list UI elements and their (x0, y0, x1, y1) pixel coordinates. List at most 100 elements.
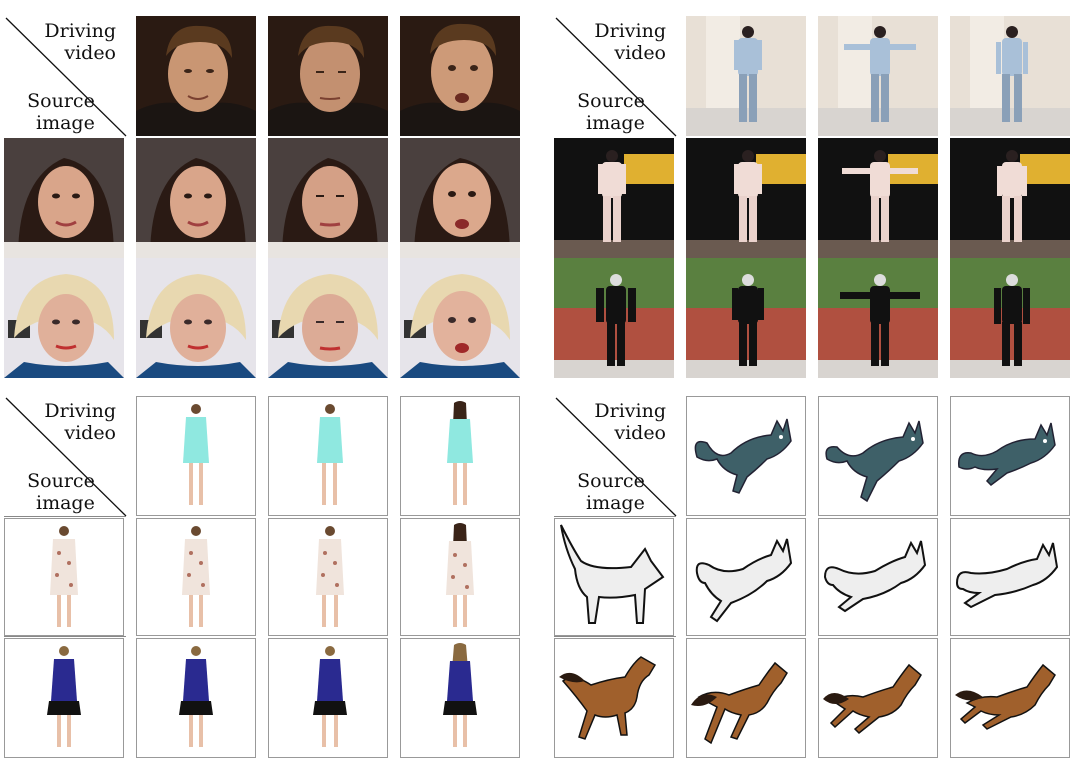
diagonal-divider (5, 397, 127, 517)
image-label: image (586, 112, 645, 134)
man-face-image (400, 16, 520, 136)
horse-image (555, 639, 673, 757)
elderly-woman-face-image (4, 258, 124, 378)
generated-frame (950, 518, 1070, 636)
driving-label: Driving (594, 400, 666, 422)
row-divider (554, 516, 676, 517)
video-label: video (64, 42, 116, 64)
taichi-performer-image (950, 258, 1070, 378)
driving-frame (136, 16, 256, 136)
model-in-dress-image (269, 639, 387, 757)
generated-frame (400, 518, 520, 636)
woman-face-image (4, 138, 124, 258)
outline-cat-image (687, 519, 805, 635)
generated-frame (268, 638, 388, 758)
generated-frame (400, 258, 520, 378)
taichi-performer-image (818, 138, 938, 258)
generated-frame (268, 258, 388, 378)
model-in-dress-image (137, 639, 255, 757)
row-divider (4, 636, 126, 637)
horse-image (687, 639, 805, 757)
diagonal-divider (555, 17, 677, 137)
source-label: Source (27, 470, 95, 492)
taichi-performer-image (818, 258, 938, 378)
outline-cat-image (555, 519, 673, 635)
driving-frame (950, 16, 1070, 136)
taichi-performer-image (818, 16, 938, 136)
row-divider (554, 636, 676, 637)
driving-frame (136, 396, 256, 516)
video-label: video (614, 422, 666, 444)
driving-frame (686, 396, 806, 516)
generated-frame (818, 638, 938, 758)
driving-frame (268, 396, 388, 516)
diagonal-divider (555, 397, 677, 517)
woman-face-image (400, 138, 520, 258)
generated-frame (818, 518, 938, 636)
image-label: image (36, 112, 95, 134)
source-image (554, 638, 674, 758)
generated-frame (686, 258, 806, 378)
generated-frame (400, 638, 520, 758)
generated-frame (136, 258, 256, 378)
source-image (554, 138, 674, 258)
leaping-cat-image (819, 397, 937, 515)
generated-frame (950, 258, 1070, 378)
model-in-dress-image (137, 397, 255, 515)
model-in-dress-image (401, 639, 519, 757)
diagonal-divider (5, 17, 127, 137)
driving-label: Driving (44, 20, 116, 42)
outline-cat-image (951, 519, 1069, 635)
generated-frame (268, 518, 388, 636)
woman-face-image (268, 138, 388, 258)
model-in-dress-image (5, 519, 123, 635)
image-label: image (586, 492, 645, 514)
driving-label: Driving (594, 20, 666, 42)
model-in-dress-image (269, 519, 387, 635)
driving-label: Driving (44, 400, 116, 422)
man-face-image (268, 16, 388, 136)
taichi-performer-image (554, 138, 674, 258)
taichi-performer-image (686, 258, 806, 378)
elderly-woman-face-image (268, 258, 388, 378)
model-in-dress-image (137, 519, 255, 635)
woman-face-image (136, 138, 256, 258)
generated-frame (268, 138, 388, 258)
driving-frame (400, 16, 520, 136)
man-face-image (136, 16, 256, 136)
generated-frame (818, 258, 938, 378)
driving-frame (818, 16, 938, 136)
source-image (554, 518, 674, 636)
generated-frame (950, 138, 1070, 258)
generated-frame (400, 138, 520, 258)
driving-frame (400, 396, 520, 516)
taichi-performer-image (950, 138, 1070, 258)
leaping-cat-image (687, 397, 805, 515)
taichi-performer-image (554, 258, 674, 378)
elderly-woman-face-image (136, 258, 256, 378)
source-label: Source (27, 90, 95, 112)
video-label: video (64, 422, 116, 444)
model-in-dress-image (5, 639, 123, 757)
outline-cat-image (819, 519, 937, 635)
taichi-performer-image (950, 16, 1070, 136)
generated-frame (686, 138, 806, 258)
source-image (4, 138, 124, 258)
source-image (4, 518, 124, 636)
horse-image (819, 639, 937, 757)
source-image (4, 638, 124, 758)
taichi-performer-image (686, 138, 806, 258)
driving-frame (686, 16, 806, 136)
image-label: image (36, 492, 95, 514)
leaping-cat-image (951, 397, 1069, 515)
taichi-performer-image (686, 16, 806, 136)
generated-frame (136, 518, 256, 636)
driving-frame (818, 396, 938, 516)
model-in-dress-image (269, 397, 387, 515)
generated-frame (818, 138, 938, 258)
source-label: Source (577, 90, 645, 112)
source-image (4, 258, 124, 378)
